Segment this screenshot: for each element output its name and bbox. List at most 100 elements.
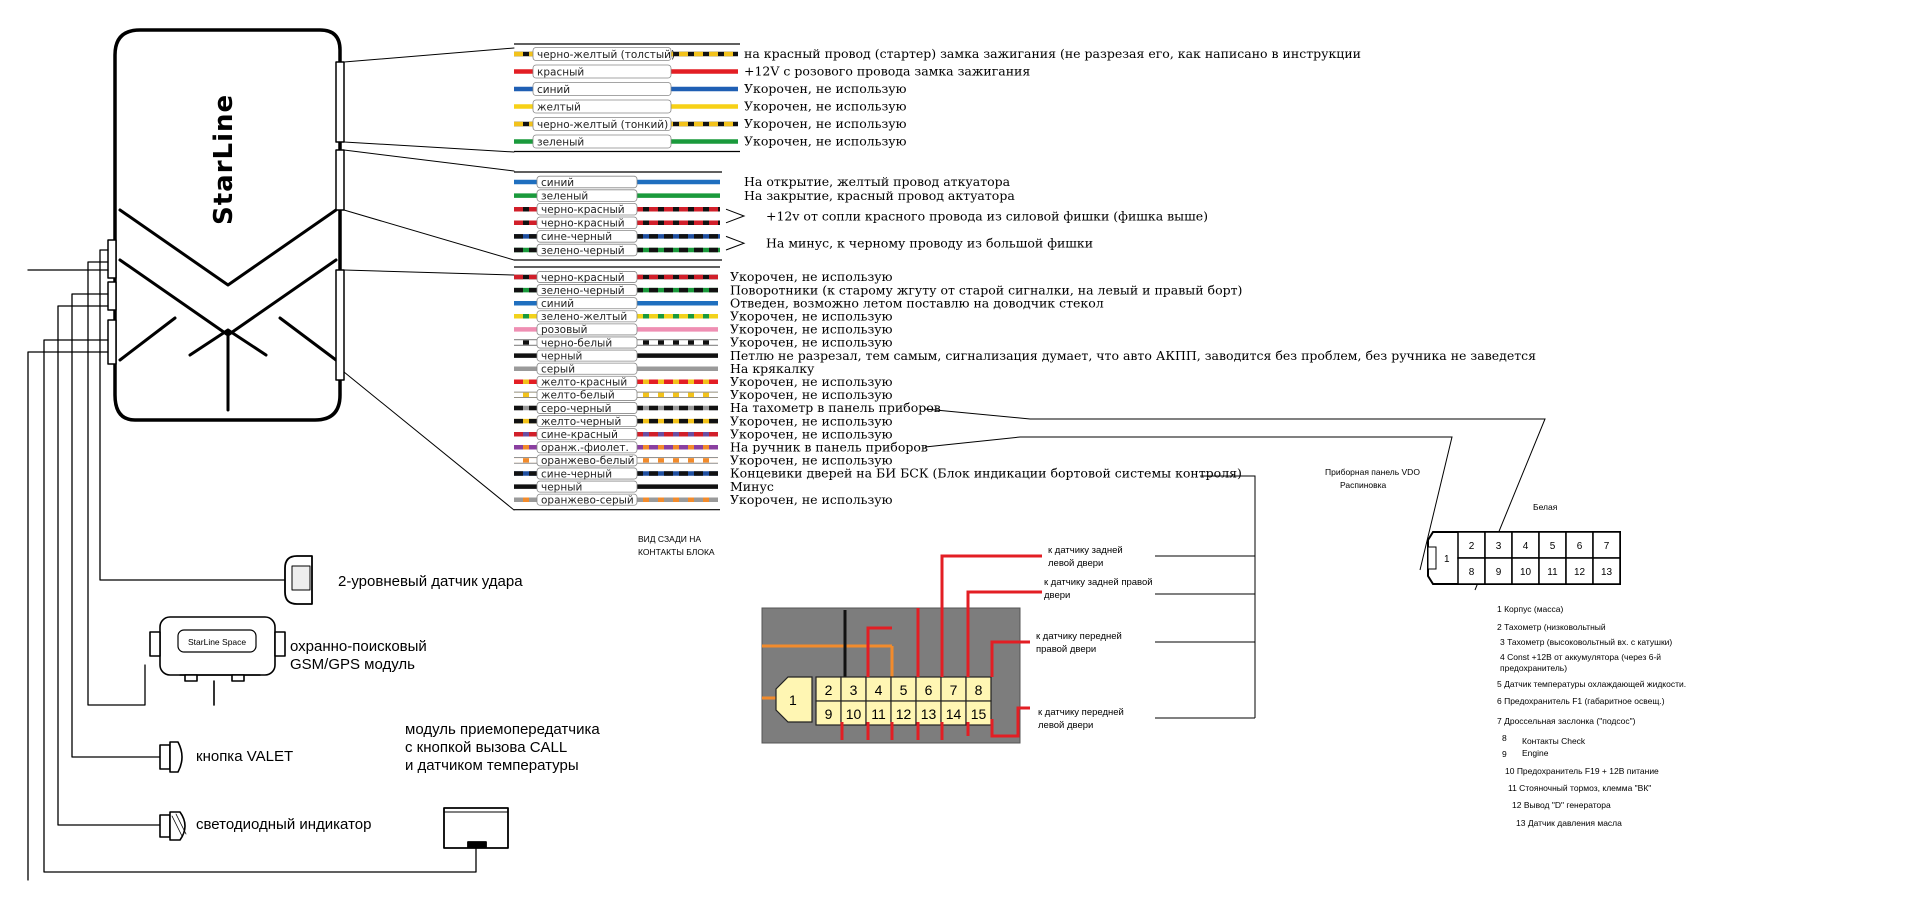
door-label-front-right-line2: правой двери: [1036, 644, 1096, 655]
wire-label-box: [536, 428, 638, 441]
wire-description: Укорочен, не использую: [730, 309, 893, 324]
wire-label: розовый: [541, 324, 587, 336]
connector-pin-number: 3: [850, 682, 858, 698]
connector-pin-top: 6: [915, 676, 942, 702]
wire-label: зеленый: [537, 136, 584, 148]
connector-pin-number: 5: [900, 682, 908, 698]
wire-label-box: [532, 47, 672, 61]
connector-pin-1: 1: [789, 692, 797, 708]
wire-label: желтый: [537, 101, 581, 113]
unit-chevron-decoration: [118, 208, 338, 412]
vdo-pin-number: 12: [1574, 567, 1586, 578]
brand-logo-text: StarLine: [209, 94, 239, 225]
wire-label-box: [532, 64, 672, 79]
vdo-legend-line: 13 Датчик давления масла: [1516, 818, 1622, 828]
wire-description: Минус: [730, 479, 774, 494]
wire-label: синий: [537, 84, 570, 96]
wire-label-box: [536, 480, 638, 493]
wire-label-box: [536, 441, 638, 454]
peripheral-cables: [27, 249, 477, 881]
vdo-legend-line: 4 Const +12В от аккумулятора (через 6-й: [1500, 652, 1661, 662]
connector-pin-bottom: 12: [890, 700, 917, 726]
wire-label: желто-красный: [541, 377, 627, 389]
wire-description: На тахометр в панель приборов: [730, 400, 941, 415]
connector-pin-number: 14: [946, 706, 962, 722]
connector-pin-bottom: 9: [815, 700, 842, 726]
valet-button-label: кнопка VALET: [196, 748, 293, 765]
connector-pin-number: 4: [875, 682, 883, 698]
wire-description: Петлю не разрезал, тем самым, сигнализац…: [730, 348, 1536, 363]
wire-description: Укорочен, не использую: [730, 413, 893, 428]
vdo-pin-top: 6: [1565, 531, 1594, 559]
wire-brackets: +12v от сопли красного провода из силово…: [725, 209, 1208, 251]
wire-label: желто-черный: [541, 416, 621, 428]
wire-label-box: [536, 297, 638, 310]
wire-label-box: [532, 82, 672, 96]
vdo-pin-number: 8: [1469, 567, 1475, 578]
connector-pin-top: 8: [965, 676, 992, 702]
vdo-legend-line: 11 Стояночный тормоз, клемма "ВК": [1508, 783, 1651, 793]
wire-label-box: [536, 323, 638, 336]
vdo-pin-number: 4: [1523, 541, 1529, 552]
shock-sensor-label: 2-уровневый датчик удара: [338, 573, 523, 590]
vdo-pin-number: 5: [1550, 541, 1556, 552]
wire-label: черно-красный: [541, 218, 625, 230]
connector-pin-number: 2: [825, 682, 833, 698]
wire-label-box: [536, 493, 638, 506]
wire-description: +12V с розового провода замка зажигания: [744, 64, 1030, 79]
wire-label: оранж.-фиолет.: [541, 442, 629, 454]
wire-label: серый: [541, 364, 575, 376]
wire-description: На открытие, желтый провод аткуатора: [744, 174, 1011, 189]
door-sensor-wires: [840, 554, 1042, 740]
wire-description: Отведен, возможно летом поставлю на дово…: [730, 295, 1104, 310]
wire-label: черно-красный: [541, 272, 625, 284]
vdo-pin-top: 4: [1511, 531, 1540, 559]
wire-label: красный: [537, 66, 584, 78]
wire-label-box: [536, 454, 638, 467]
wire-description: Укорочен, не использую: [730, 322, 893, 337]
wire-label: черно-белый: [541, 337, 612, 349]
door-label-rear-right-line1: к датчику задней правой: [1044, 577, 1153, 588]
bracket-shape: [725, 235, 746, 251]
connector-caption-line1: ВИД СЗАДИ НА: [638, 534, 701, 544]
vdo-legend-line: 7 Дроссельная заслонка ("подсос"): [1497, 716, 1636, 726]
connector-pin-top: 2: [815, 676, 842, 702]
wire-label: черно-красный: [541, 204, 625, 216]
vdo-pin-bottom: 8: [1457, 557, 1486, 585]
wire-row: черно-красный: [514, 216, 720, 230]
wire-description: Укорочен, не использую: [730, 269, 893, 284]
wire-description: Укорочен, не использую: [730, 387, 893, 402]
wire-description: Поворотники (к старому жгуту от старой с…: [730, 282, 1242, 297]
unit-port-left-2: [107, 281, 117, 311]
wire-label: черный: [541, 481, 582, 493]
vdo-legend-line: 2 Тахометр (низковольтный: [1497, 622, 1606, 632]
wire-label-box: [536, 388, 638, 401]
wire-description: На ручник в панель приборов: [730, 440, 928, 455]
wire-label-box: [536, 467, 638, 480]
wire-label-box: [536, 216, 638, 230]
connector-pin-number: 13: [921, 706, 937, 722]
vdo-pin-number: 10: [1520, 567, 1532, 578]
connector-pin-number: 7: [950, 682, 958, 698]
wire-label-box: [536, 349, 638, 362]
connector-pin-top: 3: [840, 676, 867, 702]
connector-pin-number: 9: [825, 706, 833, 722]
vdo-legend-line: 5 Датчик температуры охлаждающей жидкост…: [1497, 679, 1686, 689]
vdo-pin-top: 3: [1484, 531, 1513, 559]
vdo-legend-line: Контакты Check: [1522, 736, 1586, 746]
vdo-legend-line: 9: [1502, 749, 1507, 759]
wire-label: черно-желтый (тонкий): [537, 119, 668, 131]
wire-label: оранжево-серый: [541, 495, 634, 507]
wire-label-box: [536, 362, 638, 375]
wire-label: сине-красный: [541, 429, 618, 441]
vdo-pin-number: 9: [1496, 567, 1502, 578]
harness-fan-lines: [343, 47, 515, 511]
